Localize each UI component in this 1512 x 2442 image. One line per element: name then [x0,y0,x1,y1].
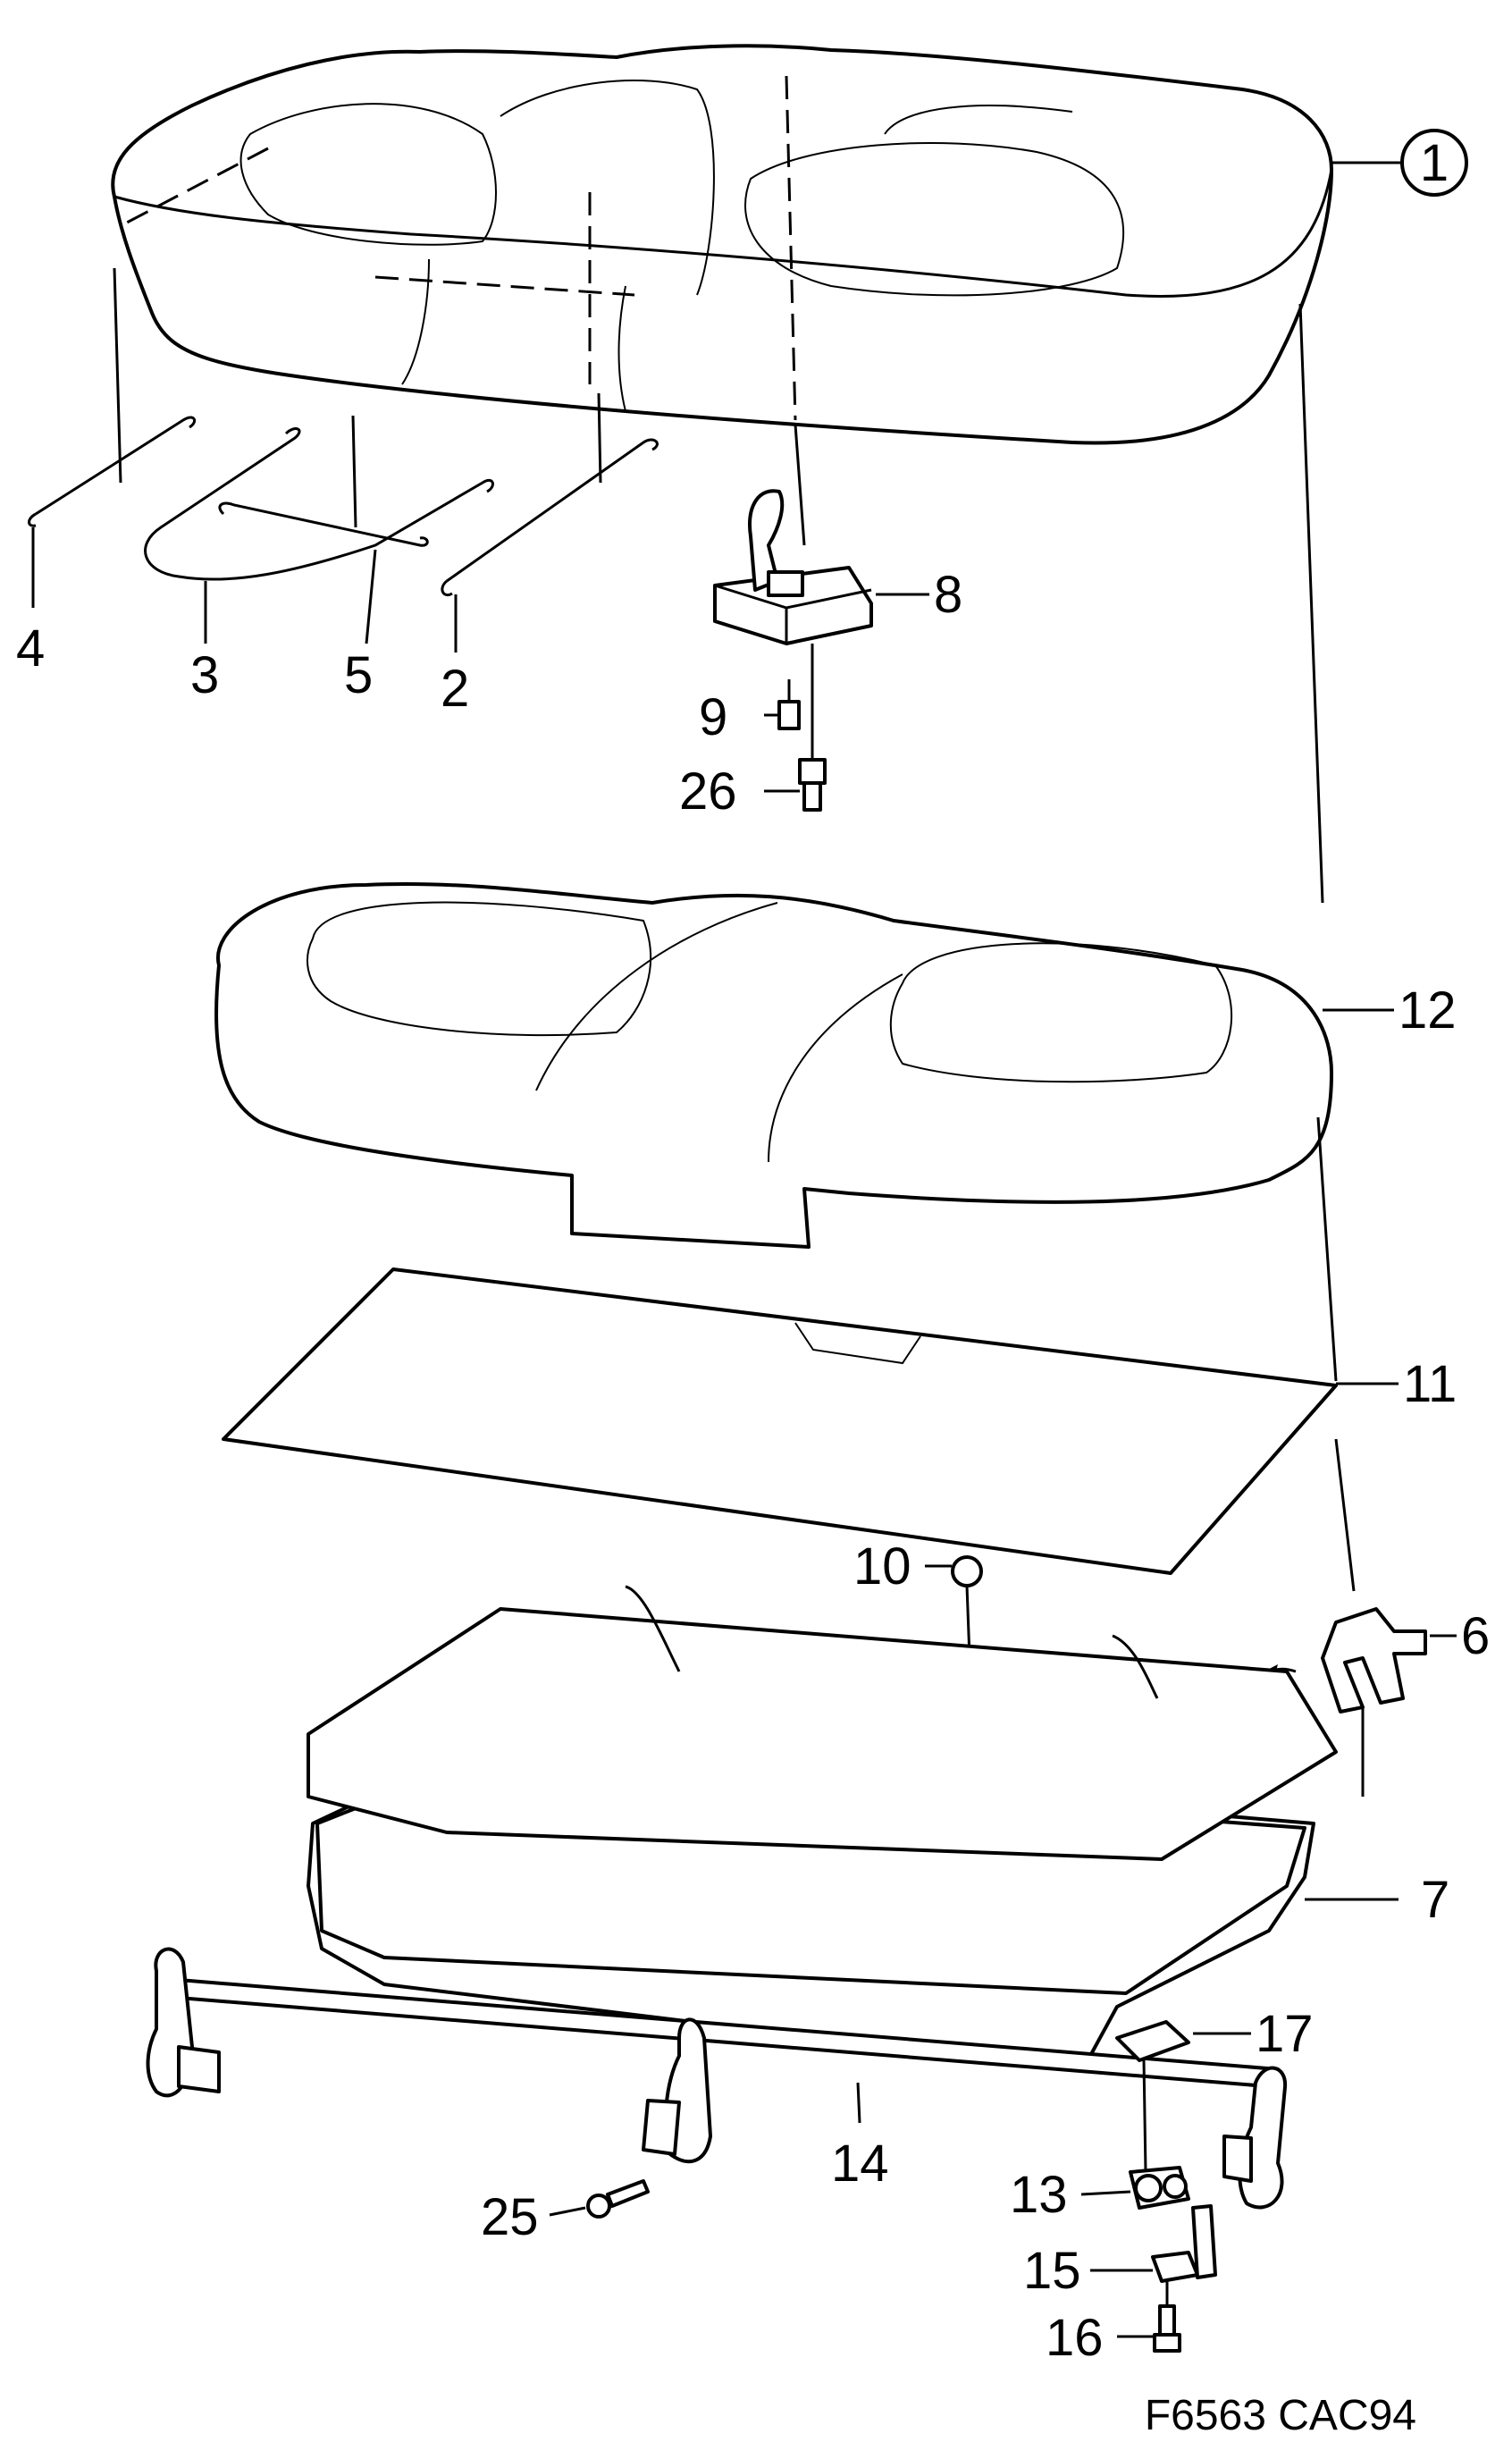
plate-17 [1115,2020,1190,2173]
callout-26: 26 [679,762,737,821]
svg-text:1: 1 [1420,134,1449,192]
leader-line [794,424,806,546]
leader-line [597,392,602,484]
support-rod [146,1947,1288,2210]
callout-3: 3 [190,646,219,704]
callout-6: 6 [1461,1607,1490,1665]
callout-5: 5 [344,646,373,704]
latch-bracket [713,489,873,645]
leader-line [351,415,357,528]
callout-25: 25 [481,2188,539,2246]
callout-9: 9 [699,688,727,746]
callout-4: 4 [16,619,45,678]
hinge-13 [1129,2166,1190,2210]
callout-14: 14 [831,2135,889,2193]
callout-13: 13 [1010,2166,1068,2224]
spring-frame [307,1585,1338,2058]
callout-7: 7 [1421,1871,1449,1929]
leader-line [365,549,377,644]
leader-line [113,267,122,484]
leader-line [549,2206,586,2217]
bracket-15 [1151,2204,1217,2283]
leader-line [1316,1116,1338,1382]
figure-code: F6563 CAC94 [1145,2392,1416,2439]
callout-16: 16 [1046,2309,1104,2367]
leader-line [1298,303,1324,904]
callout-8: 8 [934,566,962,624]
seat-cover [111,44,1333,445]
callout-12: 12 [1399,981,1457,1040]
foam-cushion [214,882,1333,1249]
callout-2: 2 [441,660,469,718]
callout-17: 17 [1256,2005,1314,2063]
leader-line [1334,1438,1356,1592]
callout-10: 10 [853,1537,911,1596]
leader-line [1080,2190,1131,2196]
screw-25 [586,2179,650,2219]
wire-rods [28,416,659,596]
screw-9 [777,679,801,730]
bolt-26 [798,644,827,812]
bolt-16 [1153,2281,1181,2353]
callout-11: 11 [1403,1355,1457,1413]
leader-line [856,2082,861,2124]
callout-1: 1 [1331,129,1468,197]
felt-pad [222,1267,1338,1575]
callout-15: 15 [1023,2242,1081,2300]
